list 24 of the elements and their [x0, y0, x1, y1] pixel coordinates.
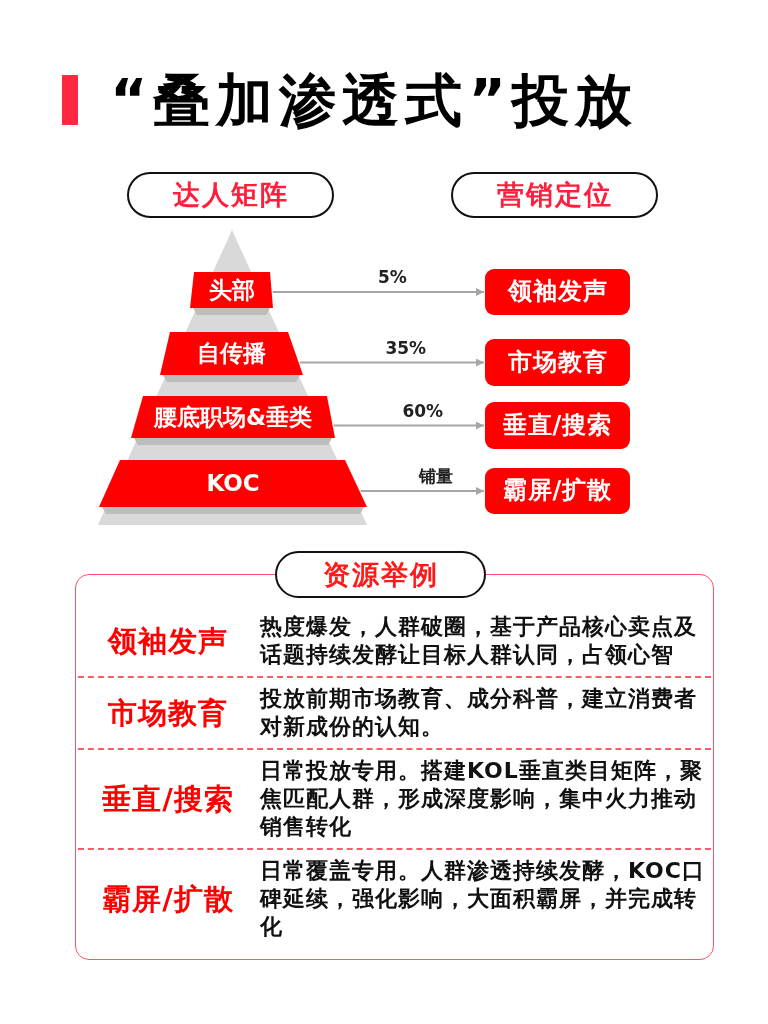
- row-heading: 霸屏/扩散: [102, 881, 234, 917]
- pyramid-tier: KOC: [99, 460, 367, 507]
- panel-heading: 资源举例: [275, 551, 486, 598]
- description-text: 日常投放专用。搭建KOL垂直类目矩阵，聚焦匹配人群，形成深度影响，集中火力推动销售转化: [260, 757, 704, 841]
- arrow: [271, 288, 485, 296]
- positioning-tag: 垂直/搜索: [485, 402, 630, 449]
- column-header: 营销定位: [451, 172, 658, 218]
- positioning-tag: 市场教育: [485, 339, 630, 386]
- pyramid-tier: 腰底职场&垂类: [131, 396, 335, 438]
- pyramid-tier: 自传播: [160, 332, 303, 375]
- row-heading: 领袖发声: [108, 623, 228, 659]
- row-heading: 市场教育: [108, 695, 228, 731]
- pyramid-tier: 头部: [190, 272, 273, 308]
- positioning-tag: 领袖发声: [485, 269, 630, 315]
- row-heading: 垂直/搜索: [102, 781, 234, 817]
- column-header: 达人矩阵: [127, 172, 334, 218]
- page-title: “叠加渗透式”投放: [110, 68, 638, 132]
- positioning-tag: 霸屏/扩散: [485, 468, 630, 514]
- description-text: 投放前期市场教育、成分科普，建立消费者对新成份的认知。: [260, 685, 698, 741]
- arrow: [298, 358, 485, 367]
- arrow: [332, 421, 485, 430]
- description-text: 日常覆盖专用。人群渗透持续发酵，KOC口碑延续，强化影响，大面积霸屏，并完成转化: [260, 857, 706, 941]
- description-text: 热度爆发，人群破圈，基于产品核心卖点及话题持续发酵让目标人群认同，占领心智: [260, 613, 698, 669]
- arrow: [359, 487, 485, 495]
